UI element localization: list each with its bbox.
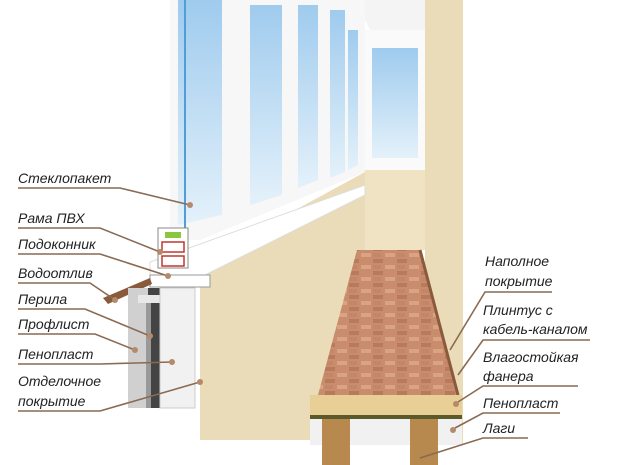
joist (410, 419, 438, 465)
label-foam: Пенопласт (18, 346, 94, 362)
label-pvc-frame: Рама ПВХ (18, 210, 85, 226)
label-windowsill: Подоконник (18, 236, 97, 252)
windowsill (149, 184, 366, 276)
label-railing: Перила (18, 291, 67, 307)
label-joists: Лаги (482, 420, 515, 436)
ceiling (355, 0, 425, 30)
label-profiled-sheet: Профлист (18, 316, 90, 332)
plywood-edge (310, 415, 462, 419)
label-finish-line1: Отделочное (18, 373, 101, 389)
label-floor-covering-line2: покрытие (485, 273, 553, 289)
windowsill-section (149, 274, 211, 288)
label-plywood-line1: Влагостойкая (483, 349, 579, 365)
label-floor-covering-line1: Наполное (485, 253, 549, 269)
back-window-glass (372, 48, 418, 158)
window-glass (330, 10, 345, 178)
label-skirting-line1: Плинтус с (483, 302, 553, 318)
left-leaders (18, 187, 203, 412)
label-finish-line2: покрытие (18, 393, 86, 409)
plywood (310, 395, 462, 415)
parapet-wall (200, 172, 365, 440)
frame-chamber (161, 241, 185, 253)
window-glass (178, 0, 222, 225)
label-glass-unit: Стеклопакет (18, 170, 112, 186)
window-glass (348, 30, 358, 170)
back-wall (365, 170, 425, 250)
label-plywood-line2: фанера (483, 368, 534, 384)
window-glass (298, 5, 318, 188)
railing-post (146, 303, 151, 408)
floor-covering (318, 250, 458, 395)
joist (322, 419, 350, 465)
right-leaders (419, 291, 590, 459)
label-skirting-line2: кабель-каналом (483, 321, 588, 337)
label-floor-foam: Пенопласт (483, 395, 559, 411)
frame-chamber (161, 255, 185, 267)
railing-top (138, 295, 160, 303)
profiled-sheet-section (128, 288, 148, 408)
foam-section (159, 287, 196, 409)
seal (165, 232, 181, 238)
label-drip-sill: Водоотлив (18, 265, 93, 281)
skirting (418, 249, 460, 396)
window-glass (250, 5, 282, 205)
